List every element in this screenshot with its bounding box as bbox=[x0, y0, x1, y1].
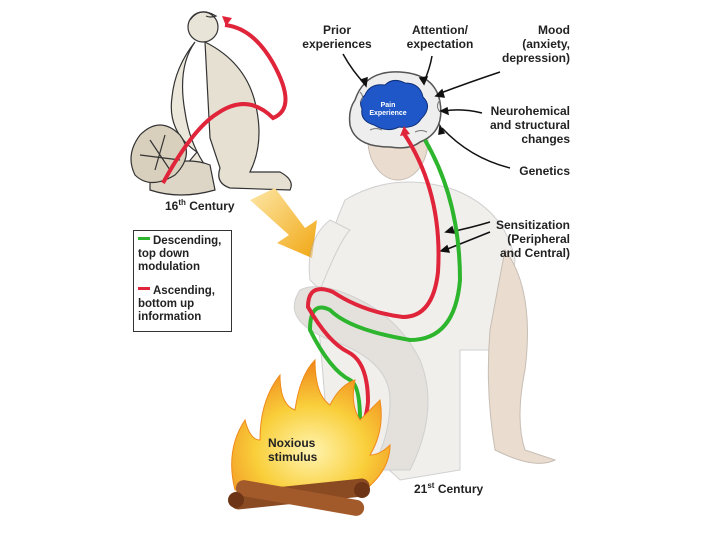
descending-swatch bbox=[138, 237, 150, 241]
brain bbox=[348, 71, 442, 149]
legend-ascending: Ascending, bottom up information bbox=[138, 285, 215, 323]
legend: Descending, top down modulation Ascendin… bbox=[133, 230, 232, 332]
factor-arrows bbox=[342, 53, 511, 253]
attention-expectation-label: Attention/expectation bbox=[406, 23, 474, 51]
descending-path bbox=[307, 138, 463, 472]
legend-descending: Descending, top down modulation bbox=[138, 235, 222, 273]
ascending-swatch bbox=[138, 287, 150, 291]
ascending-arrowhead bbox=[400, 126, 410, 136]
ascending-path bbox=[305, 130, 441, 444]
woodcut-figure bbox=[130, 11, 292, 196]
century-21-label: 21st Century bbox=[414, 481, 484, 497]
ascending-path-16th bbox=[161, 23, 288, 184]
ascending-arrowhead-16th bbox=[222, 16, 232, 26]
mood-label: Mood(anxiety,depression) bbox=[501, 23, 570, 65]
genetics-label: Genetics bbox=[519, 164, 570, 178]
century-transition-arrow bbox=[250, 188, 317, 258]
century-16-label: 16th Century bbox=[165, 198, 235, 214]
campfire bbox=[228, 358, 391, 516]
